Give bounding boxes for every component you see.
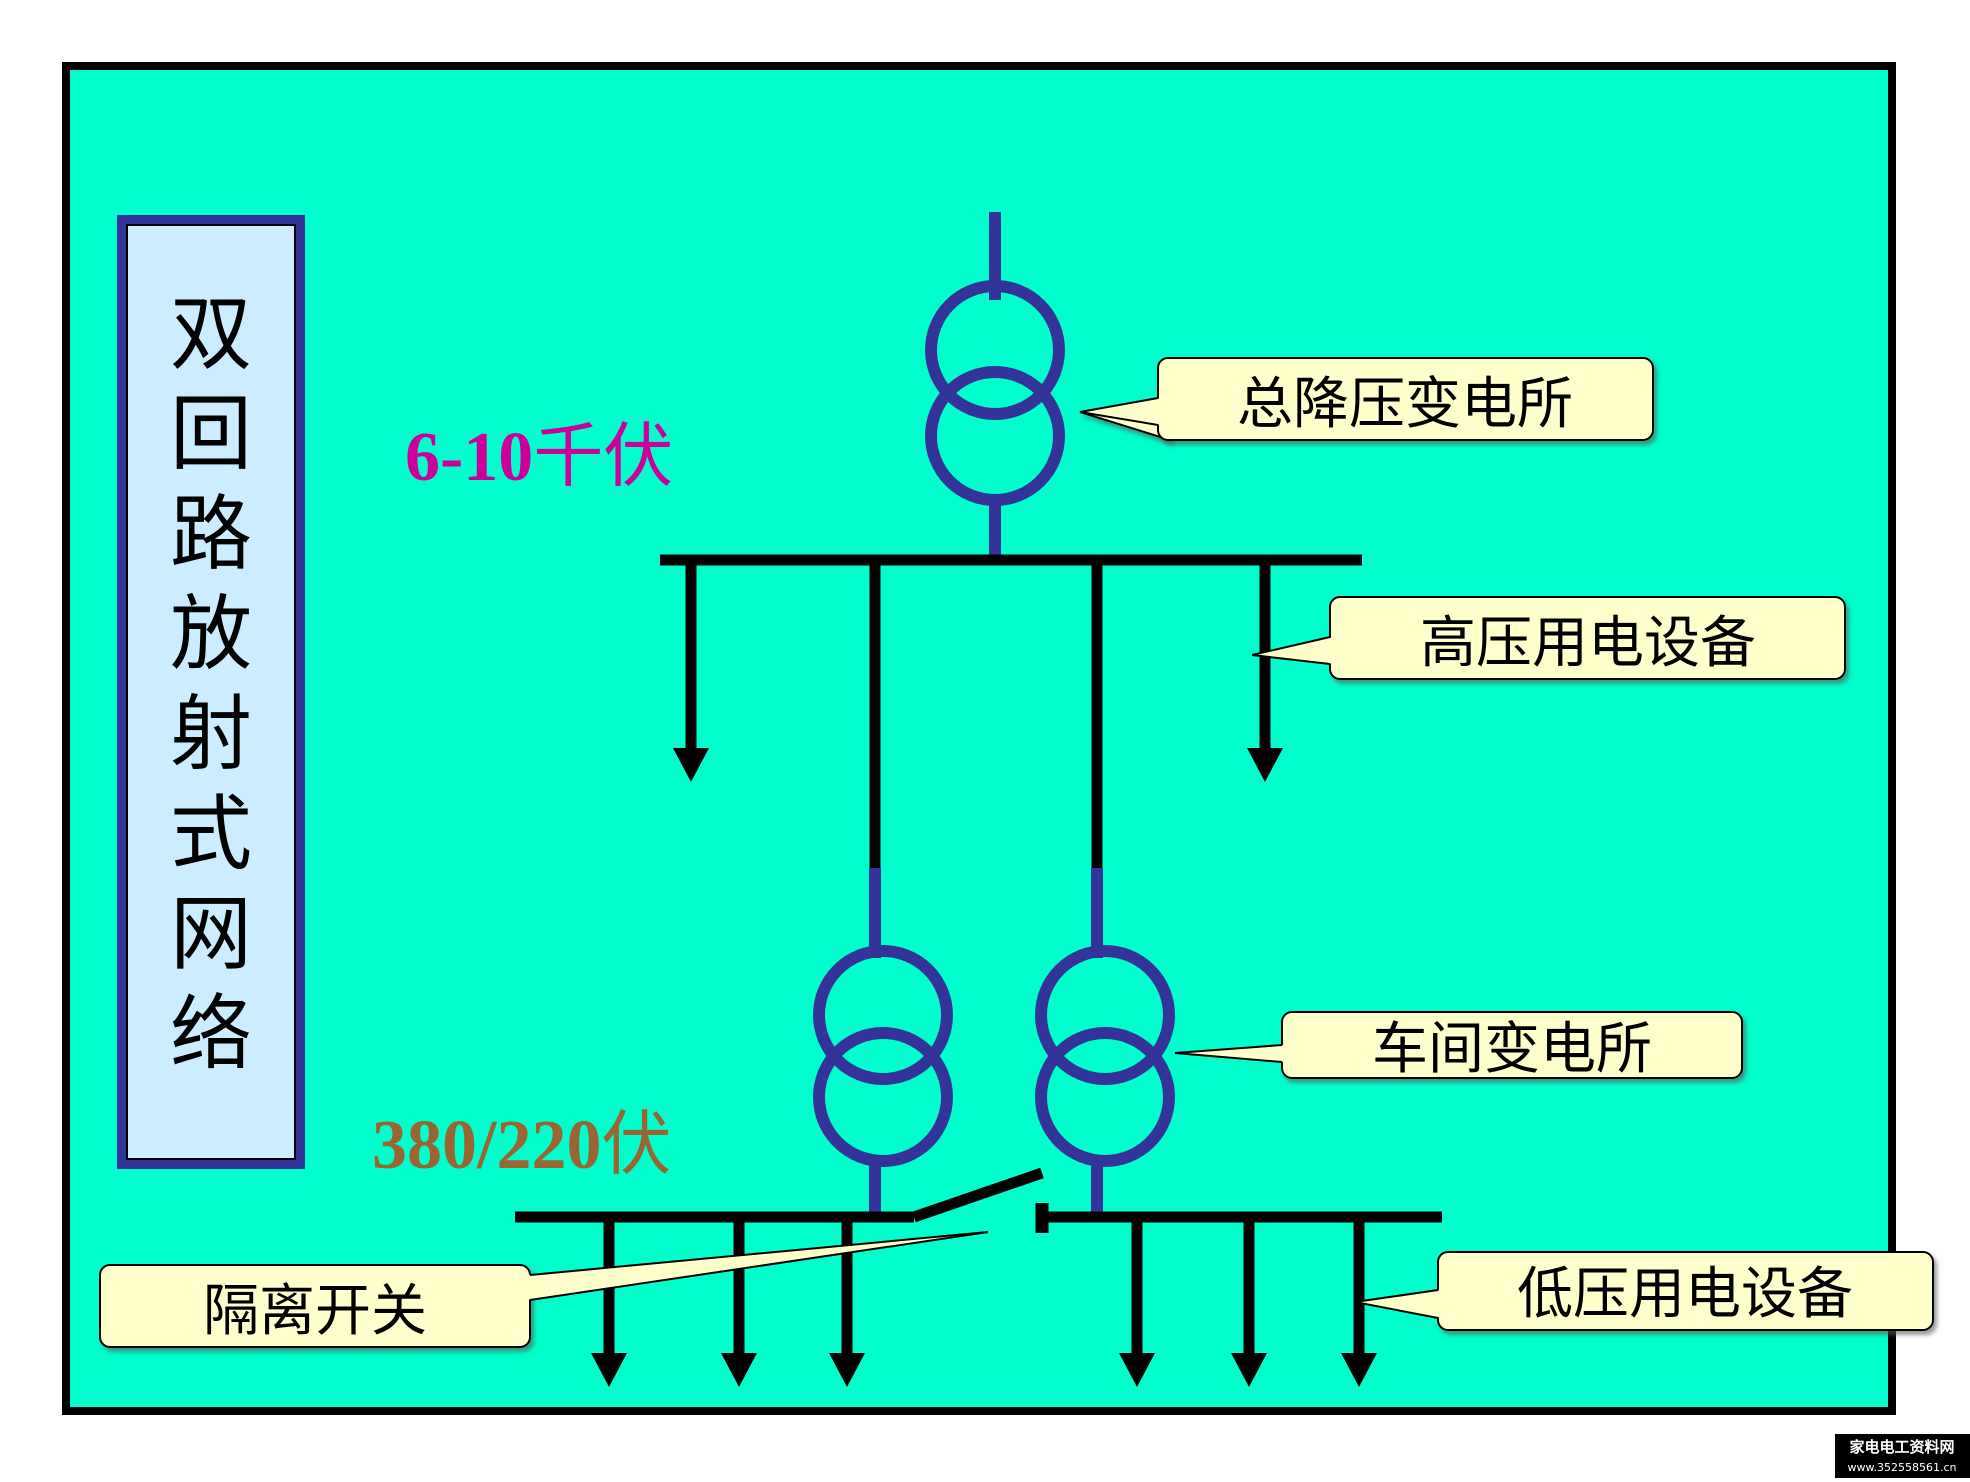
voltage-high-unit: 千伏 (533, 415, 673, 497)
callout-main-substation: 总降压变电所 (1079, 357, 1654, 442)
lv-feeder (1231, 1217, 1267, 1387)
title-char: 路 (170, 487, 252, 582)
workshop-transformer-symbol (1035, 945, 1175, 1167)
isolating-switch-symbol (912, 1167, 1049, 1233)
watermark-site-name: 家电电工资料网 (1849, 1438, 1954, 1456)
workshop-transformer-symbol (813, 945, 953, 1167)
lv-feeder (1119, 1217, 1155, 1387)
diagram-background (62, 62, 1896, 1415)
title-char: 式 (170, 787, 252, 882)
callout-lv-equipment-label: 低压用电设备 (1517, 1262, 1853, 1327)
callout-lv-equipment: 低压用电设备 (1354, 1251, 1934, 1331)
voltage-high-number: 6-10 (405, 419, 533, 496)
voltage-low-number: 380/220 (372, 1107, 601, 1184)
voltage-label-high: 6-10千伏 (405, 415, 673, 497)
callout-hv-equipment: 高压用电设备 (1251, 596, 1846, 680)
lv-feeder (1341, 1217, 1377, 1387)
lv-feeder (829, 1217, 865, 1387)
watermark-domain: www.352558561.cn (1848, 1461, 1957, 1474)
lv-feeder (721, 1217, 757, 1387)
hv-feeder (673, 560, 709, 782)
callout-isolating-switch-label: 隔离开关 (203, 1279, 427, 1344)
title-char: 放 (170, 587, 252, 682)
callout-main-substation-label: 总降压变电所 (1237, 372, 1573, 437)
title-char: 络 (170, 987, 252, 1082)
callout-hv-equipment-label: 高压用电设备 (1420, 611, 1756, 676)
callout-workshop-substation: 车间变电所 (1174, 1011, 1743, 1082)
title-panel: 双 回 路 放 射 式 网 络 (117, 215, 305, 1169)
callout-isolating-switch: 隔离开关 (99, 1231, 989, 1348)
voltage-label-low: 380/220伏 (372, 1103, 671, 1185)
title-char: 网 (170, 887, 252, 982)
title-char: 回 (170, 387, 252, 482)
callout-workshop-substation-label: 车间变电所 (1372, 1017, 1652, 1082)
voltage-low-unit: 伏 (601, 1103, 671, 1185)
title-char: 双 (170, 287, 252, 382)
watermark: 家电电工资料网 www.352558561.cn (1835, 1434, 1970, 1478)
title-char: 射 (170, 687, 252, 782)
